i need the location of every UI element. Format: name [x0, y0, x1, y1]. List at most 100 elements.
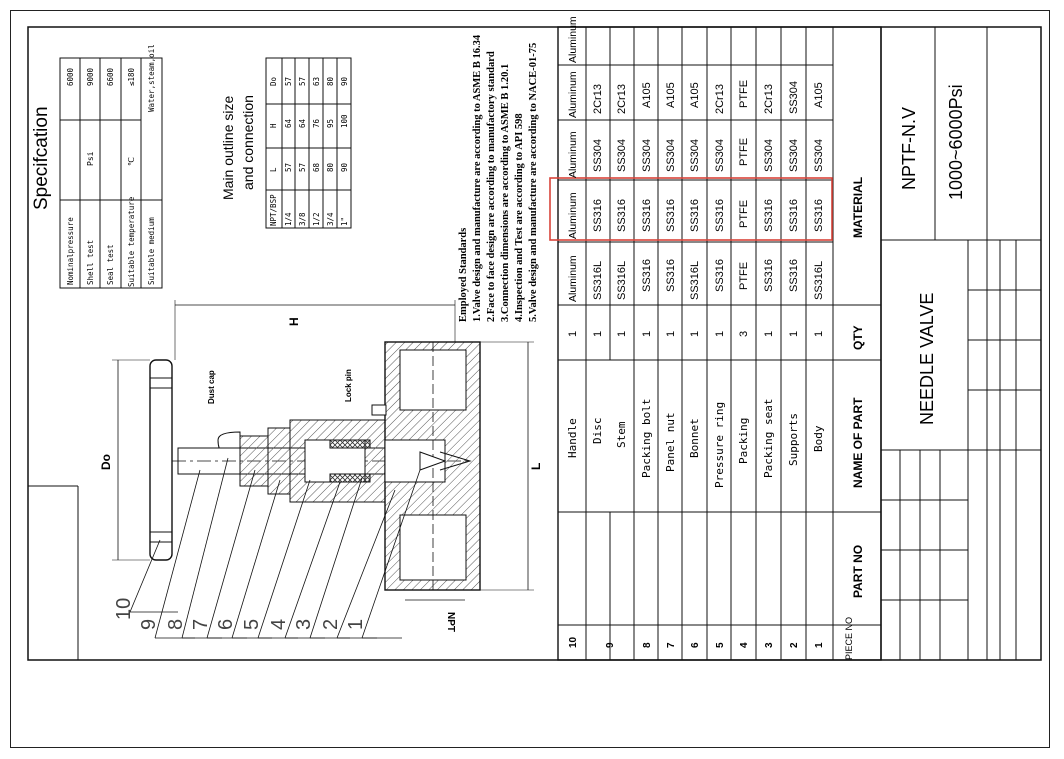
bom-name-handle: Handle [566, 418, 579, 458]
bom-qty-8: 1 [763, 331, 775, 337]
bom-qty-7: 3 [738, 331, 750, 337]
mat-c3-r6: SS304 [714, 139, 726, 172]
outline-r4-c1: 90 [340, 162, 349, 172]
mat-c2-r7: PTFE [738, 200, 750, 228]
spec-unit-temp: ℃ [127, 157, 136, 166]
outline-header-h: H [269, 123, 278, 128]
title-model: NPTF-N.V [899, 107, 919, 190]
packing-top [329, 439, 371, 449]
bom-no-3: 3 [764, 642, 775, 648]
mat-c3-r8: SS304 [763, 139, 775, 172]
balloon-10: 10 [113, 598, 135, 620]
outline-r3-c1: 80 [326, 162, 335, 172]
spec-title: Specifcation [31, 106, 52, 210]
spec-value-3: ≤180 [127, 67, 136, 86]
balloon-2: 2 [320, 619, 342, 630]
spec-value-4: Water,steam,oil [147, 44, 156, 112]
bom-text: 10 9 8 7 6 5 4 3 2 1 Handle Disc Stem Pa… [566, 16, 865, 660]
bom-name-supports: Supports [787, 413, 800, 466]
mat-c1-r6: SS316 [714, 259, 726, 292]
mat-c4-r0: Aluminum [567, 71, 579, 118]
highlight-box [549, 177, 833, 241]
outline-r0-c0: 1/4 [284, 212, 293, 226]
bom-no-2: 2 [789, 642, 800, 648]
mat-c2-r0: Aluminum [567, 192, 579, 239]
outline-header-npt: NPT/BSP [269, 194, 278, 226]
outline-header-l: L [269, 167, 278, 172]
bom-name-body: Body [812, 425, 825, 452]
header-name-of-part: NAME OF PART [851, 397, 865, 488]
outline-r0-c2: 64 [284, 118, 293, 128]
mat-c1-r2: SS316L [616, 261, 628, 300]
mat-c3-r1: SS304 [592, 139, 604, 172]
mat-c4-r2: 2Cr13 [616, 84, 628, 114]
valve-section-view [112, 300, 534, 639]
lock-pin [371, 404, 387, 416]
standards-title: Employed Standards [458, 228, 469, 322]
disc [419, 451, 447, 471]
bom-name-bonnet: Bonnet [688, 418, 701, 458]
bom-qty-9: 1 [788, 331, 800, 337]
mat-c2-r6: SS316 [714, 199, 726, 232]
spec-label-4: Suitable medium [147, 217, 156, 285]
leader-lines [129, 457, 421, 639]
balloon-3: 3 [293, 619, 315, 630]
mat-c4-r4: A105 [665, 82, 677, 108]
bom-qty-3: 1 [641, 331, 653, 337]
outline-r4-c3: 90 [340, 76, 349, 86]
bom-name-packing: Packing [737, 418, 750, 464]
bom-qty-2: 1 [616, 331, 628, 337]
seat [439, 451, 472, 471]
outline-header-do: Do [269, 76, 278, 86]
mat-c1-r10: SS316L [813, 261, 825, 300]
outline-r2-c1: 68 [312, 162, 321, 172]
outline-r4-c2: 100 [340, 114, 349, 128]
outline-title-1: Main outline size [220, 96, 236, 200]
dim-h-label: H [287, 317, 301, 326]
mat-c2-r3: SS316 [641, 199, 653, 232]
mat-c4-r3: A105 [641, 82, 653, 108]
balloon-4: 4 [268, 619, 290, 630]
bom-name-disc: Disc [591, 418, 604, 445]
standard-line-4: 4.Inspection and Test are according to A… [514, 113, 525, 322]
title-pressure: 1000~6000Psi [946, 84, 966, 200]
outline-r3-c0: 3/4 [326, 212, 335, 226]
dim-l-label: L [529, 463, 543, 470]
bom-name-packing-bolt: Packing bolt [640, 399, 653, 478]
outline-r1-c0: 3/8 [298, 212, 307, 226]
standard-line-5: 5.Valve design and manufacture are accor… [528, 43, 539, 322]
bom-no-6: 6 [690, 642, 701, 648]
mat-c1-r1: SS316L [592, 261, 604, 300]
mat-c5-r0: Aluminum [567, 16, 579, 63]
balloon-8: 8 [165, 619, 187, 630]
mat-c1-r8: SS316 [763, 259, 775, 292]
bom-qty-10: 1 [813, 331, 825, 337]
bom-no-10: 10 [568, 636, 579, 648]
dust-cap-label: Dust cap [207, 370, 216, 404]
balloon-1: 1 [345, 619, 367, 630]
outline-r3-c3: 80 [326, 76, 335, 86]
header-qty: QTY [851, 325, 865, 350]
spec-label-3: Suitable temperature [127, 196, 136, 287]
mat-c2-r2: SS316 [616, 199, 628, 232]
specification-block: Specifcation Nominalpressure Shell test … [31, 44, 163, 289]
outline-r1-c2: 64 [298, 118, 307, 128]
mat-c1-r0: Aluminum [567, 255, 579, 302]
spec-label-0: Nominalpressure [66, 217, 75, 285]
mat-c4-r7: PTFE [738, 80, 750, 108]
mat-c3-r3: SS304 [641, 139, 653, 172]
outline-title-2: and connection [240, 95, 256, 190]
bom-qty-1: 1 [592, 331, 604, 337]
bom-no-1: 1 [814, 642, 825, 648]
standard-line-1: 1.Valve design and manufacture are accor… [472, 34, 483, 322]
bom-no-4: 4 [739, 642, 750, 648]
mat-c4-r1: 2Cr13 [592, 84, 604, 114]
mat-c1-r7: PTFE [738, 262, 750, 290]
spec-value-2: 6600 [106, 67, 115, 86]
drawing-sheet [10, 10, 1050, 748]
mat-c3-r0: Aluminum [567, 131, 579, 178]
mat-c1-r3: SS316 [641, 259, 653, 292]
bom-name-panel-nut: Panel nut [664, 412, 677, 472]
outline-size-block: Main outline size and connection NPT/BSP… [220, 57, 352, 229]
